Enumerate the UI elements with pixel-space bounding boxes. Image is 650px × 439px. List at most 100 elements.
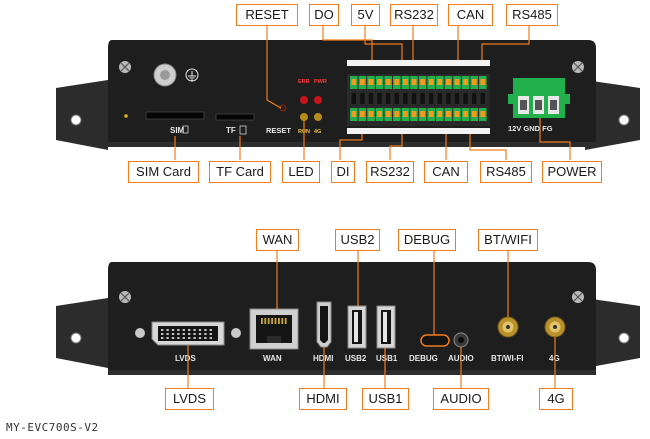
left-bracket	[56, 80, 108, 150]
rj45-pin	[261, 318, 263, 324]
lvds-pin	[198, 333, 202, 335]
terminal-lever	[471, 111, 477, 117]
terminal-lever	[394, 111, 400, 117]
terminal-lever	[360, 111, 365, 117]
lvds-pin	[209, 329, 212, 331]
lvds-pin	[182, 329, 185, 331]
callout-power: POWER	[542, 161, 602, 183]
callout-usb2: USB2	[335, 229, 380, 251]
terminal-lever	[377, 79, 382, 85]
panel-label-debug: DEBUG	[409, 354, 438, 363]
lvds-pin	[193, 329, 196, 331]
terminal-lever	[411, 111, 417, 117]
4g-antenna-connector	[544, 316, 566, 338]
callout-rs232-lower: RS232	[366, 161, 414, 183]
lvds-pin	[161, 333, 164, 335]
terminal-lever	[403, 79, 408, 85]
lvds-pin	[161, 329, 164, 331]
led-4g	[314, 113, 322, 121]
panel-label-pwr: PWR	[314, 79, 327, 85]
tf-card-icon	[239, 125, 247, 135]
hdmi-port	[316, 301, 332, 348]
panel-label-hdmi: HDMI	[313, 354, 333, 363]
rj45-pin	[274, 318, 277, 324]
terminal-block	[350, 76, 487, 121]
panel-label-usb1: USB1	[376, 354, 398, 363]
terminal-wire-entry	[403, 93, 408, 104]
callout-di: DI	[331, 161, 355, 183]
lvds-pin	[166, 329, 169, 331]
lvds-pin	[166, 333, 169, 335]
terminal-lever	[480, 79, 486, 85]
lvds-pin	[182, 337, 185, 339]
usb1-port	[376, 305, 396, 349]
callout-do: DO	[309, 4, 339, 26]
terminal-lever	[428, 111, 434, 117]
terminal-lever	[394, 79, 400, 85]
panel-label-4g: 4G	[314, 129, 321, 135]
callout-led: LED	[282, 161, 320, 183]
lvds-pin	[166, 337, 169, 339]
right-bracket-hole	[618, 114, 630, 126]
model-number: MY-EVC700S-V2	[6, 421, 99, 434]
rj45-pin	[284, 318, 287, 324]
terminal-wire-entry	[377, 93, 382, 104]
terminal-lever	[471, 79, 477, 85]
callout-bt-wifi: BT/WIFI	[478, 229, 538, 251]
terminal-lever	[377, 111, 382, 117]
panel-label-power-pins: 12V GND FG	[508, 124, 553, 133]
lvds-pin	[209, 333, 212, 335]
terminal-wire-entry	[463, 93, 468, 104]
rj45-pin	[281, 318, 284, 324]
terminal-lever	[437, 111, 443, 117]
terminal-wire-entry	[420, 93, 425, 104]
tf-slot	[215, 113, 255, 121]
callout-usb1: USB1	[362, 388, 409, 410]
rj45-pin	[278, 318, 280, 324]
lvds-pin	[177, 333, 180, 335]
lvds-port	[135, 321, 241, 346]
lvds-pin	[188, 337, 191, 339]
terminal-lever	[480, 111, 486, 117]
power-connector	[508, 78, 570, 118]
terminal-lever	[385, 79, 391, 85]
lvds-pin	[198, 329, 202, 331]
panel-label-reset: RESET	[266, 126, 291, 135]
screw-icon	[119, 61, 131, 73]
lvds-pin	[177, 337, 180, 339]
callout-wan: WAN	[256, 229, 299, 251]
terminal-lever	[351, 79, 357, 85]
callout-reset: RESET	[236, 4, 298, 26]
led-run	[300, 113, 308, 121]
terminal-lever	[420, 79, 425, 85]
terminal-wire-entry	[446, 93, 451, 104]
right-bracket-hole	[618, 332, 630, 344]
sim-card-icon	[182, 125, 189, 134]
bottom-device: LVDS WAN HDMI USB2 USB1 DE	[56, 262, 640, 375]
right-bracket	[585, 80, 640, 150]
terminal-wire-entry	[429, 93, 434, 104]
rj45-pin	[271, 318, 273, 324]
callout-lvds: LVDS	[165, 388, 214, 410]
lvds-pin	[209, 337, 212, 339]
terminal-wire-entry	[368, 93, 374, 104]
lvds-pin	[171, 337, 175, 339]
terminal-wire-entry	[386, 93, 391, 104]
lvds-pin	[161, 337, 164, 339]
ground-stud-icon	[153, 63, 199, 87]
terminal-legend-strip	[347, 60, 490, 66]
panel-label-wan: WAN	[263, 354, 282, 363]
callout-audio: AUDIO	[433, 388, 489, 410]
lvds-pin	[182, 333, 185, 335]
terminal-wire-entry	[480, 93, 485, 104]
terminal-legend-strip	[347, 128, 490, 134]
lvds-pin	[204, 337, 207, 339]
terminal-lever	[368, 79, 374, 85]
terminal-lever	[368, 111, 374, 117]
debug-port	[420, 334, 450, 347]
left-bracket-hole	[70, 332, 82, 344]
usb2-port	[347, 305, 367, 349]
leader-lines	[174, 22, 571, 389]
lvds-pin	[171, 329, 175, 331]
terminal-wire-entry	[454, 93, 460, 104]
